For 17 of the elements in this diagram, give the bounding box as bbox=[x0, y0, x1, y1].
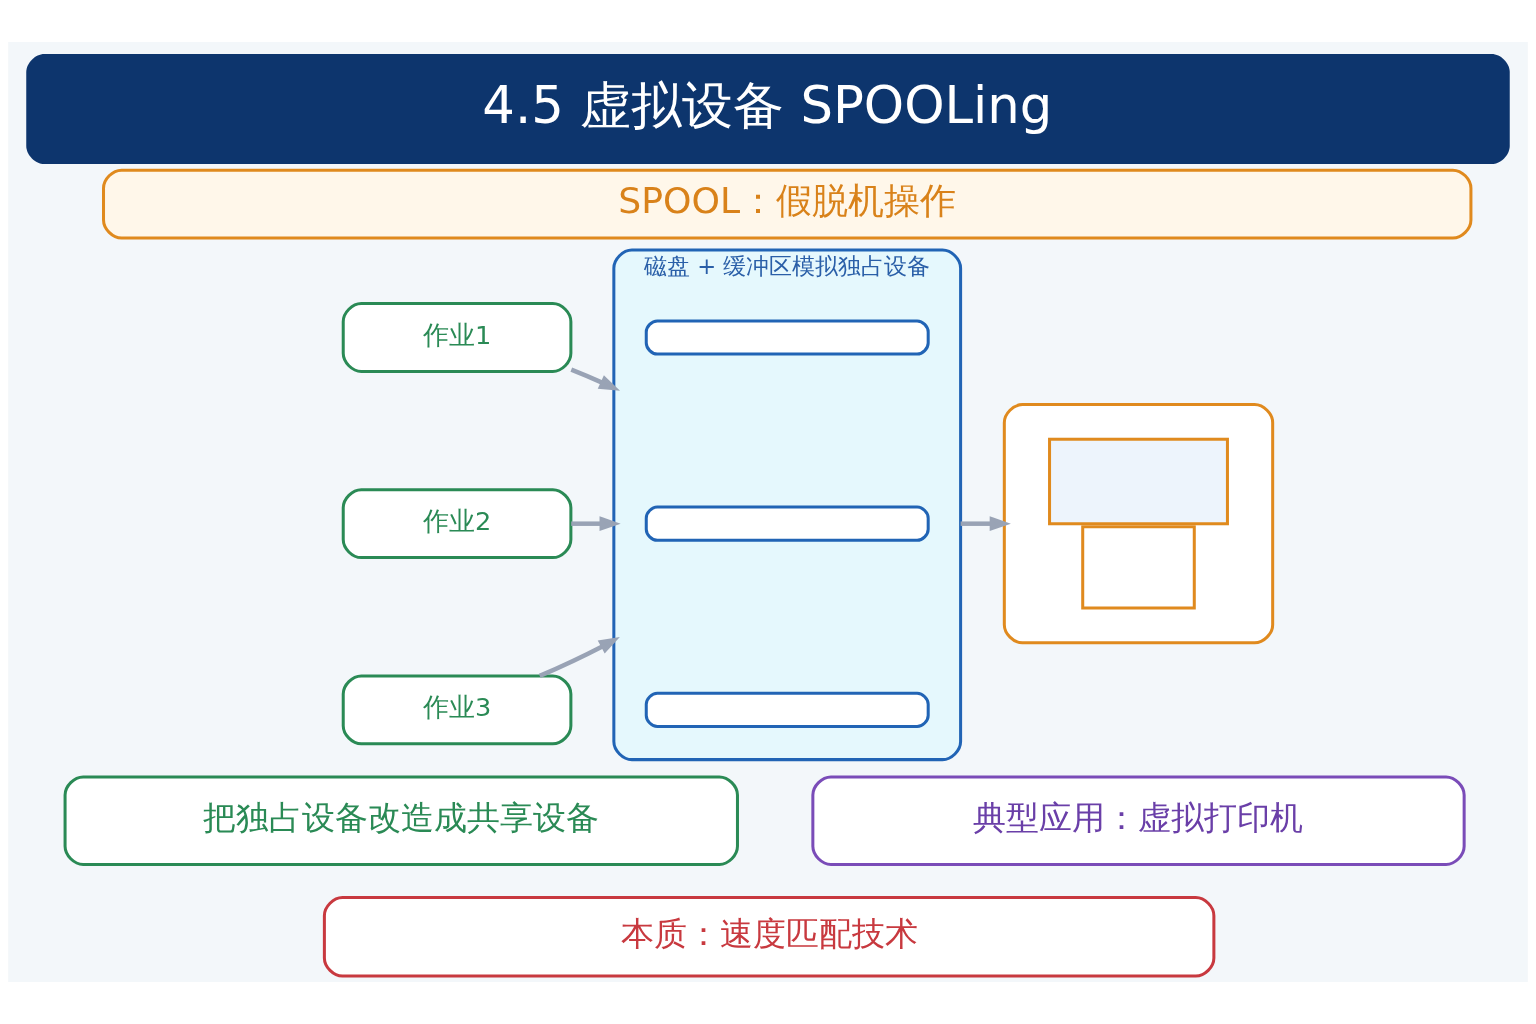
arrow bbox=[960, 516, 1011, 532]
node-box bbox=[644, 319, 930, 356]
node-box: SPOOL：假脱机操作 bbox=[102, 168, 1473, 240]
diagram-title: 4.5 虚拟设备 SPOOLing bbox=[482, 74, 1053, 135]
arrow bbox=[538, 637, 620, 678]
node-box bbox=[644, 691, 930, 728]
node-picture bbox=[1002, 403, 1275, 645]
cluster: 磁盘 + 缓冲区模拟独占设备 bbox=[612, 248, 963, 762]
node-box: 把独占设备改造成共享设备 bbox=[63, 775, 739, 866]
node-box: 作业2 bbox=[341, 488, 573, 560]
node-box: 作业1 bbox=[341, 302, 573, 373]
arrow bbox=[571, 516, 621, 532]
node-box: 作业3 bbox=[341, 674, 573, 746]
node-box: 本质：速度匹配技术 bbox=[322, 896, 1216, 978]
node-box bbox=[644, 505, 930, 542]
arrow bbox=[570, 367, 621, 391]
node-box: 典型应用：虚拟打印机 bbox=[811, 775, 1466, 866]
